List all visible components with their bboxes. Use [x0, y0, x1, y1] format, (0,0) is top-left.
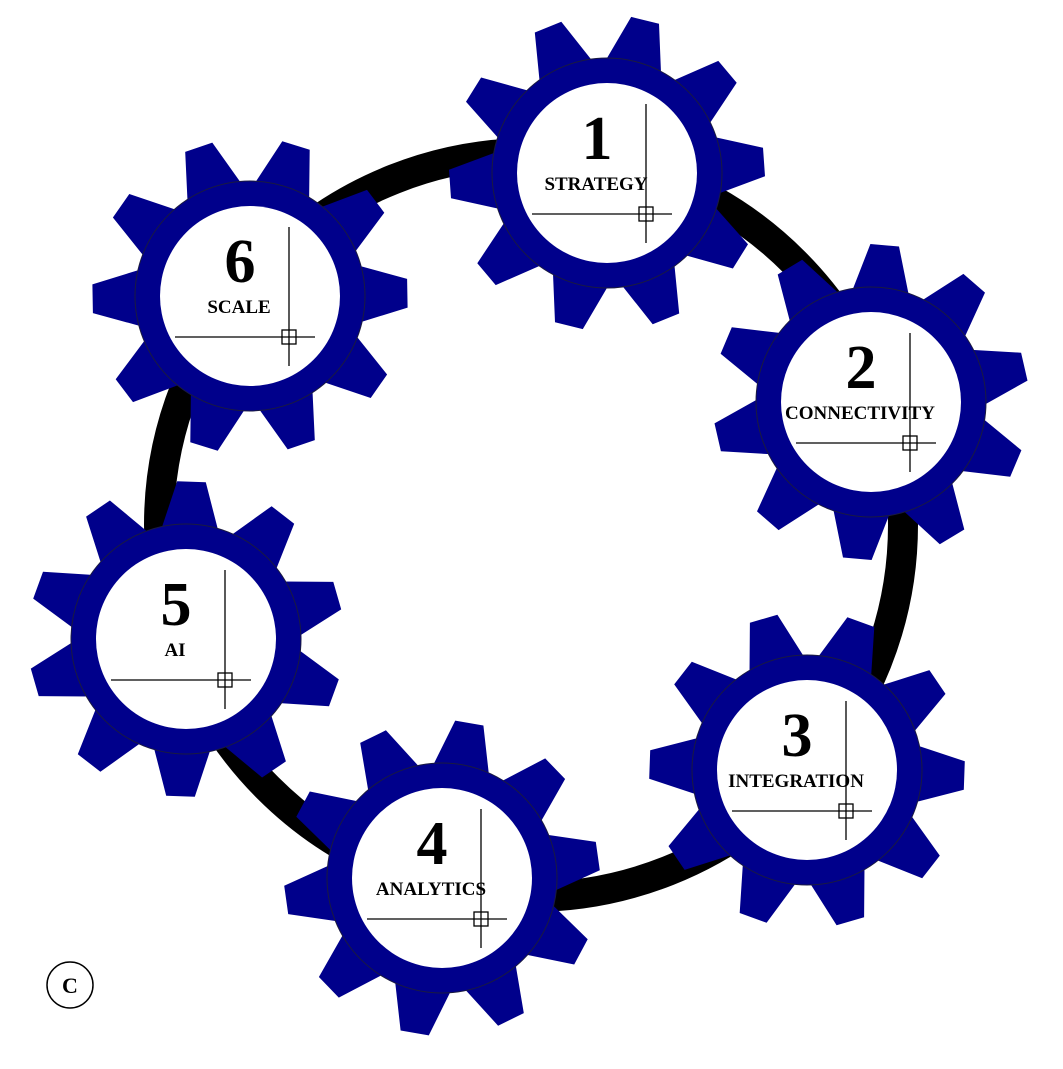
- gear-number: 1: [582, 105, 613, 173]
- gear-number: 3: [782, 702, 813, 770]
- gear-label: SCALE: [207, 297, 270, 318]
- gear-center: [352, 788, 532, 968]
- copyright-mark: C: [46, 961, 94, 1009]
- gear-label: INTEGRATION: [728, 771, 864, 792]
- gear-center: [96, 549, 276, 729]
- crosshair-square-icon: [902, 435, 918, 451]
- gear-center: [517, 83, 697, 263]
- copyright-letter: C: [62, 973, 78, 998]
- gear-center: [160, 206, 340, 386]
- gear-label: AI: [164, 640, 185, 661]
- crosshair-square-icon: [281, 329, 297, 345]
- crosshair-square-icon: [838, 803, 854, 819]
- gear-number: 6: [225, 228, 256, 296]
- crosshair-square-icon: [638, 206, 654, 222]
- gear-number: 2: [846, 334, 877, 402]
- gear-center: [717, 680, 897, 860]
- gear-number: 4: [417, 810, 448, 878]
- gear-label: STRATEGY: [544, 174, 647, 195]
- gear-label: ANALYTICS: [376, 879, 486, 900]
- crosshair-square-icon: [217, 672, 233, 688]
- gear-number: 5: [161, 571, 192, 639]
- gear-center: [781, 312, 961, 492]
- gear-5: 5AI: [30, 481, 342, 797]
- crosshair-square-icon: [473, 911, 489, 927]
- gear-label: CONNECTIVITY: [785, 403, 935, 424]
